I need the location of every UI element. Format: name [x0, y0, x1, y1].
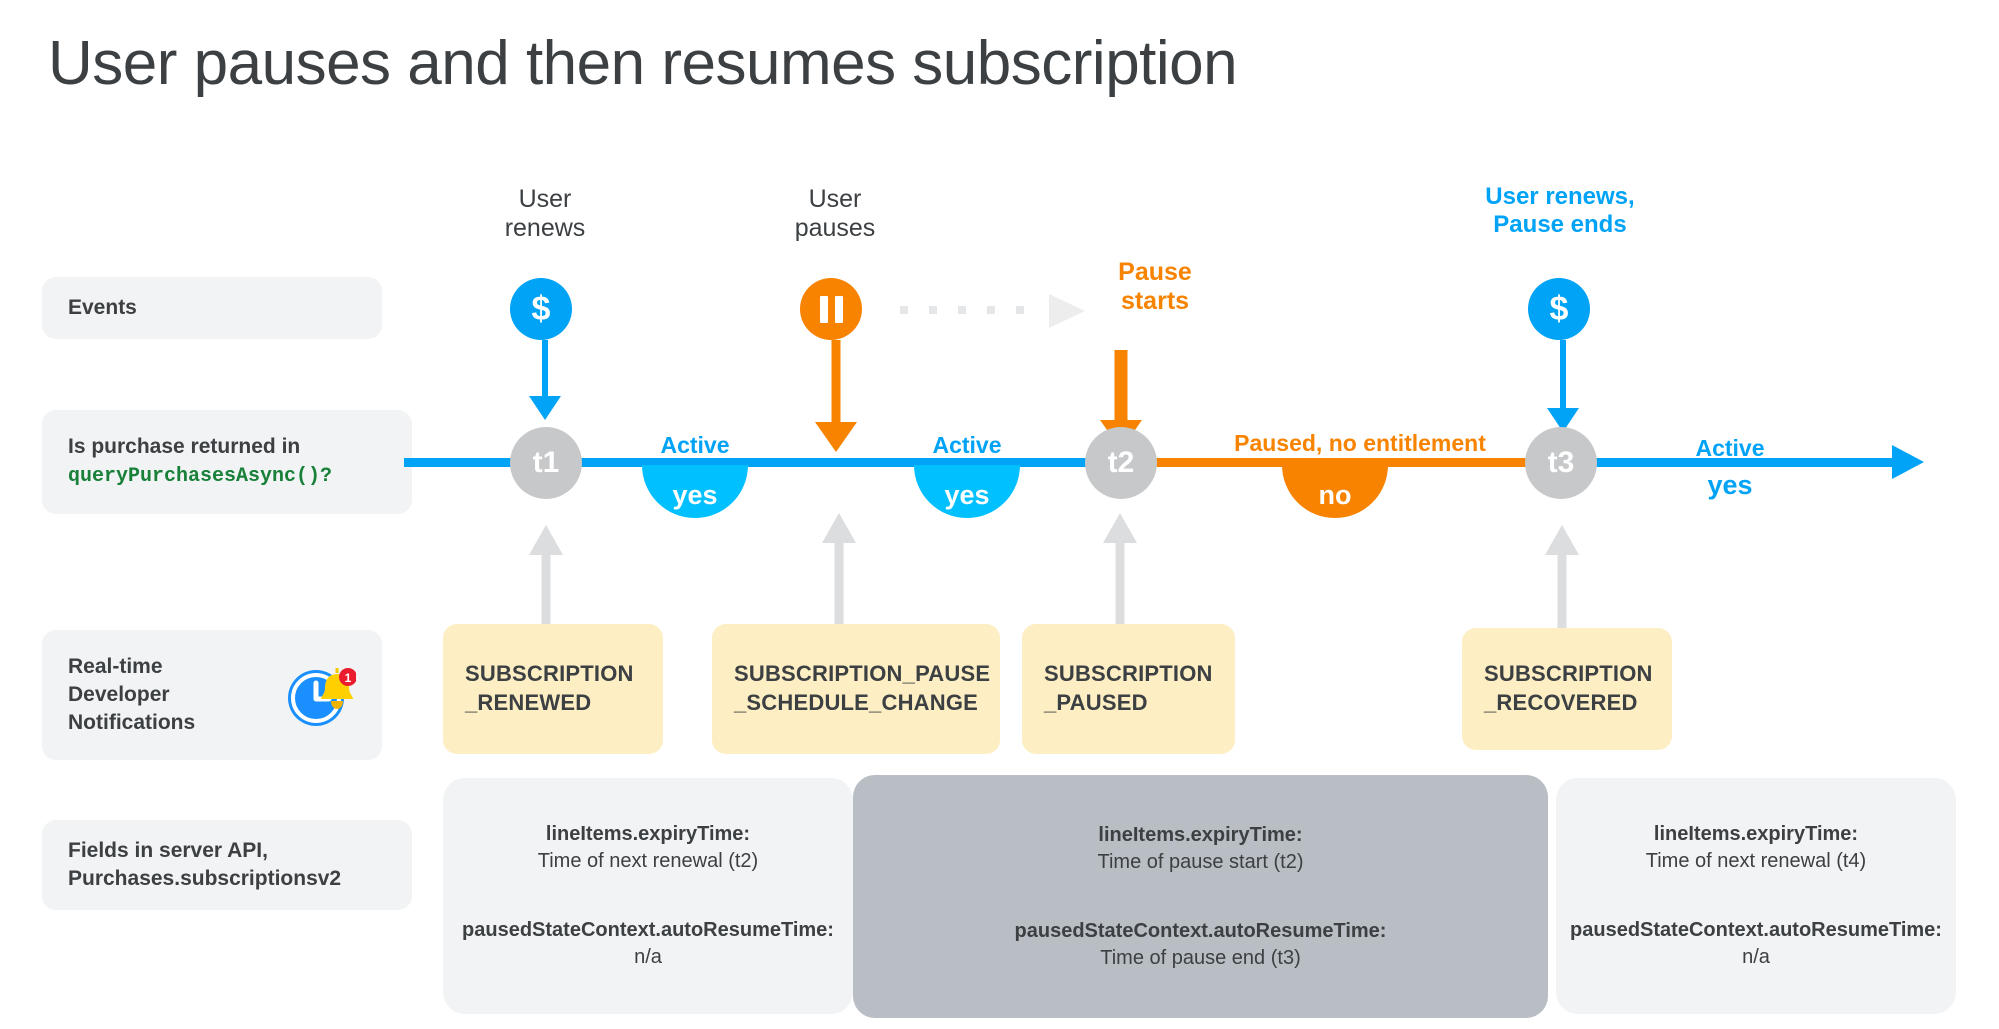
field-block-autoresume-2: pausedStateContext.autoResumeTime: Time …: [1015, 918, 1387, 972]
field-value: n/a: [634, 946, 662, 968]
timeline-segment-4: [1570, 458, 1900, 467]
state-label-active-1: Active: [660, 432, 730, 458]
field-key: pausedStateContext.autoResumeTime:: [1014, 919, 1387, 942]
timeline-node-t1: t1: [510, 427, 582, 499]
dollar-icon-badge-1: $: [510, 278, 572, 340]
answer-label-yes-3: yes: [1707, 470, 1753, 500]
field-block-expiry-1: lineItems.expiryTime: Time of next renew…: [538, 821, 758, 875]
pause-glyph: [819, 295, 843, 323]
event-caption-user-pauses: User pauses: [794, 185, 876, 242]
row-label-server-fields-text: Fields in server API, Purchases.subscrip…: [68, 839, 342, 890]
rtdn-card-subscription-recovered[interactable]: SUBSCRIPTION _RECOVERED: [1462, 628, 1672, 750]
field-block-expiry-3: lineItems.expiryTime: Time of next renew…: [1646, 821, 1866, 875]
field-value: n/a: [1742, 946, 1770, 968]
dotted-connector-arrow: [900, 294, 1085, 328]
state-label-active-3: Active: [1695, 435, 1765, 461]
row-label-query-purchases: Is purchase returned in queryPurchasesAs…: [42, 410, 412, 514]
field-block-autoresume-1: pausedStateContext.autoResumeTime: n/a: [462, 917, 834, 971]
pause-icon-badge: [800, 278, 862, 340]
row-label-events-text: Events: [68, 296, 137, 320]
field-panel-paused[interactable]: lineItems.expiryTime: Time of pause star…: [853, 775, 1548, 1018]
answer-bubble-yes-2: yes: [914, 465, 1020, 518]
row-label-rtdn: Real-time Developer Notifications 1: [42, 630, 382, 760]
arrow-head: [529, 396, 561, 420]
svg-text:1: 1: [345, 671, 352, 685]
arrow-shaft: [1114, 350, 1128, 422]
field-value: Time of pause start (t2): [1097, 850, 1304, 873]
answer-bubble-no: no: [1282, 465, 1388, 518]
rtdn-card-subscription-pause-schedule-change[interactable]: SUBSCRIPTION_PAUSE _SCHEDULE_CHANGE: [712, 624, 1000, 754]
event-arrow-pause: [815, 340, 857, 452]
arrow-head: [1103, 513, 1137, 543]
event-arrow-renew-2: [1547, 340, 1579, 432]
field-key: lineItems.expiryTime:: [1653, 823, 1859, 845]
row-label-query-line1: Is purchase returned in: [68, 435, 301, 459]
dotted-line: [900, 306, 1045, 314]
rtdn-card-subscription-renewed[interactable]: SUBSCRIPTION _RENEWED: [443, 624, 663, 754]
arrow-right-icon: [1049, 294, 1085, 328]
rtdn-arrow-1: [529, 525, 563, 625]
field-block-autoresume-3: pausedStateContext.autoResumeTime: n/a: [1570, 917, 1942, 971]
arrow-head: [815, 422, 857, 452]
page-title: User pauses and then resumes subscriptio…: [48, 29, 1238, 98]
event-caption-user-renews-pause-ends: User renews, Pause ends: [1485, 183, 1635, 238]
arrow-shaft: [834, 541, 844, 628]
field-panel-renewed[interactable]: lineItems.expiryTime: Time of next renew…: [443, 778, 853, 1014]
event-arrow-renew-1: [529, 340, 561, 420]
state-label-paused: Paused, no entitlement: [1234, 430, 1486, 456]
dollar-icon-badge-2: $: [1528, 278, 1590, 340]
arrow-shaft: [1115, 541, 1125, 628]
field-value: Time of pause end (t3): [1100, 946, 1301, 969]
row-label-server-fields: Fields in server API, Purchases.subscrip…: [42, 820, 412, 910]
rtdn-arrow-3: [1103, 513, 1137, 628]
rtdn-arrow-4: [1545, 525, 1579, 640]
field-key: pausedStateContext.autoResumeTime:: [462, 919, 834, 941]
arrow-shaft: [831, 340, 841, 424]
field-key: lineItems.expiryTime:: [1098, 823, 1303, 846]
field-value: Time of next renewal (t4): [1645, 850, 1867, 872]
row-label-rtdn-text: Real-time Developer Notifications: [68, 655, 196, 734]
arrow-shaft: [1557, 553, 1567, 640]
arrow-shaft: [541, 553, 551, 625]
field-key: pausedStateContext.autoResumeTime:: [1570, 919, 1942, 941]
arrow-head: [1545, 525, 1579, 555]
arrow-head: [529, 525, 563, 555]
rtdn-arrow-2: [822, 513, 856, 628]
event-caption-pause-starts: Pause starts: [1118, 258, 1192, 315]
timeline-node-t3: t3: [1525, 427, 1597, 499]
arrow-shaft: [1560, 340, 1566, 410]
field-value: Time of next renewal (t2): [537, 850, 759, 872]
timeline-segment-2: [556, 458, 1136, 467]
row-label-query-block: Is purchase returned in queryPurchasesAs…: [68, 433, 332, 490]
rtdn-card-subscription-paused[interactable]: SUBSCRIPTION _PAUSED: [1022, 624, 1235, 754]
field-panel-recovered[interactable]: lineItems.expiryTime: Time of next renew…: [1556, 778, 1956, 1014]
timeline-segment-paused: [1128, 458, 1578, 467]
timeline-segment-1: [404, 458, 584, 467]
field-block-expiry-2: lineItems.expiryTime: Time of pause star…: [1098, 822, 1304, 876]
clock-bell-notification-icon: 1: [282, 658, 357, 732]
row-label-query-code: queryPurchasesAsync()?: [68, 465, 333, 489]
timeline-end-arrow-icon: [1892, 445, 1924, 479]
row-label-events: Events: [42, 277, 382, 339]
answer-bubble-yes-1: yes: [642, 465, 748, 518]
field-key: lineItems.expiryTime:: [545, 823, 751, 845]
arrow-shaft: [542, 340, 548, 398]
event-caption-user-renews: User renews: [504, 185, 586, 242]
state-label-active-2: Active: [932, 432, 1002, 458]
timeline-node-t2: t2: [1085, 427, 1157, 499]
arrow-head: [822, 513, 856, 543]
